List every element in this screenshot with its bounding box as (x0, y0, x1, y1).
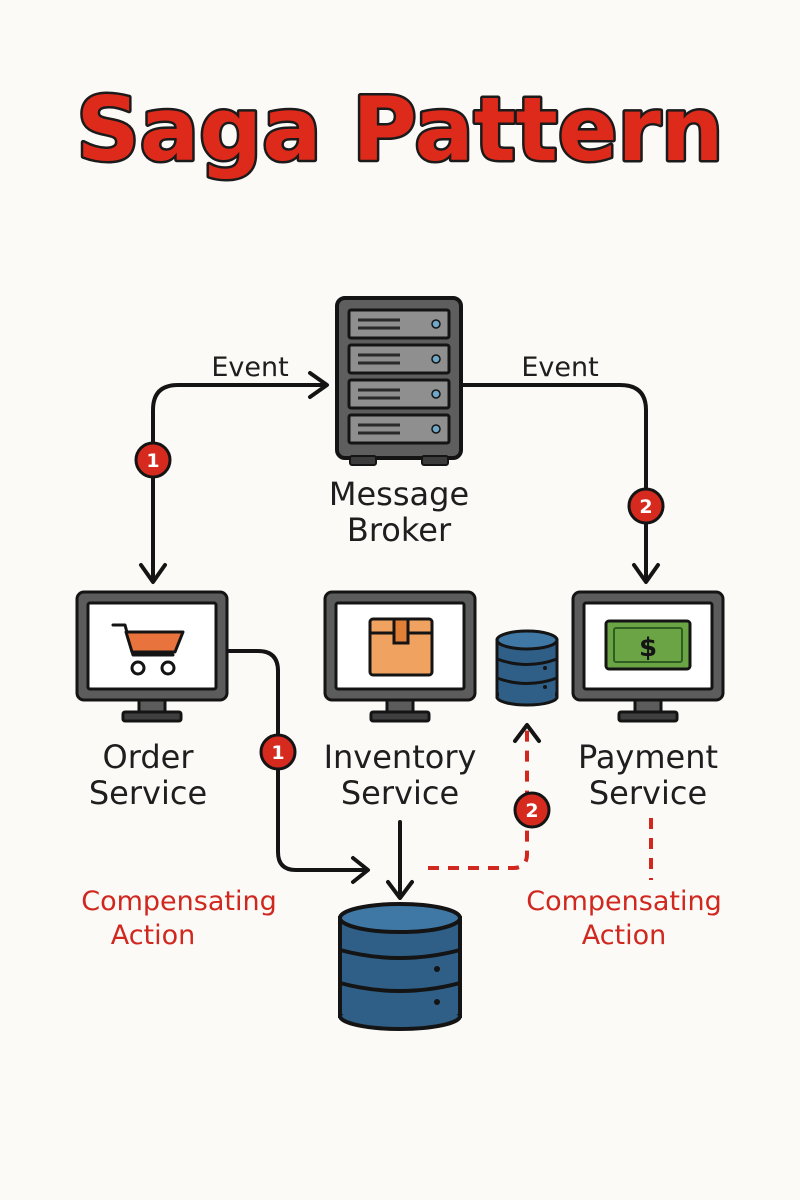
svg-text:1: 1 (271, 742, 284, 764)
payment-service-monitor: $ (571, 590, 725, 723)
compensating-right-line2: Action (582, 920, 667, 951)
step-badge-1-top: 1 (134, 441, 172, 479)
svg-text:1: 1 (146, 450, 159, 472)
event-label-right: Event (521, 352, 598, 383)
inventory-label-line1: Inventory (324, 738, 477, 776)
payment-label-line2: Service (589, 774, 707, 812)
dollar-bill-icon: $ (604, 619, 692, 671)
compensating-left-line2: Action (111, 920, 196, 951)
arrowhead-payment-in (632, 563, 660, 584)
arrowhead-small-db (513, 723, 541, 743)
inventory-label-line2: Service (341, 774, 459, 812)
payment-label-line1: Payment (578, 738, 718, 776)
step-badge-2-top: 2 (627, 487, 665, 525)
step-badge-1-bottom: 1 (259, 733, 297, 771)
arrowhead-broker-in (308, 371, 329, 399)
order-label-line1: Order (103, 738, 195, 776)
server-icon (335, 296, 463, 466)
svg-text:$: $ (639, 633, 657, 663)
event-label-left: Event (211, 352, 288, 383)
inventory-service-monitor (323, 590, 477, 723)
compensating-dashed-arrow (428, 730, 529, 870)
step-badge-2-bottom: 2 (513, 791, 551, 829)
broker-label-line2: Broker (347, 511, 452, 549)
arrowhead-db-from-inventory (386, 880, 414, 900)
order-label-line2: Service (89, 774, 207, 812)
page-title: Saga Pattern (76, 78, 723, 181)
arrowhead-order-in (139, 563, 167, 584)
event-arrow-order-broker (151, 383, 328, 582)
arrowhead-db-from-order (351, 856, 370, 884)
svg-text:2: 2 (639, 496, 652, 518)
order-service-monitor (75, 590, 229, 723)
event-arrow-broker-payment (459, 383, 648, 582)
compensating-right-line1: Compensating (526, 886, 722, 917)
compensating-left-line1: Compensating (81, 886, 277, 917)
database-icon (495, 629, 559, 707)
package-box-icon (368, 617, 434, 677)
shopping-cart-icon (111, 623, 185, 676)
broker-label-line1: Message (329, 475, 469, 513)
database-icon (338, 902, 462, 1031)
svg-text:2: 2 (525, 800, 538, 822)
